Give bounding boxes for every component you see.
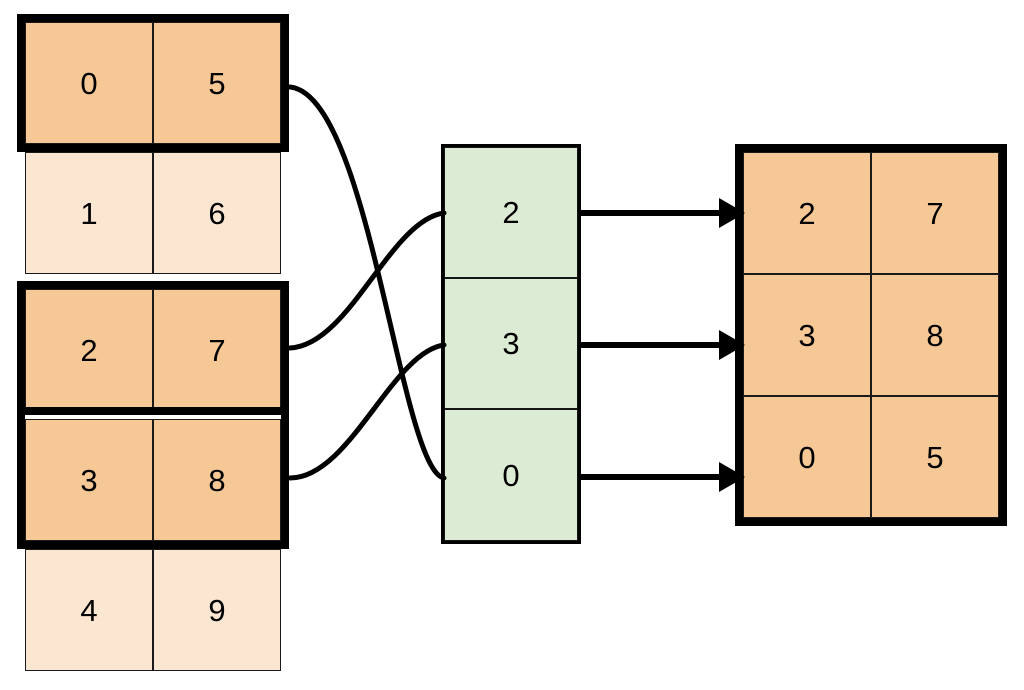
source-cell-r4c1: 9: [153, 549, 281, 671]
source-cell-r0c1: 5: [153, 22, 281, 144]
source-cell-r3c1: 8: [153, 419, 281, 541]
source-cell-r2c1: 7: [153, 289, 281, 411]
result-cell-r2c1: 5: [871, 396, 999, 518]
curve-row-0-to-index-cell-2: [287, 84, 447, 481]
source-cell-r1c0: 1: [25, 152, 153, 274]
result-cell-r0c1: 7: [871, 152, 999, 274]
result-cell-r0c0: 2: [743, 152, 871, 274]
source-cell-r0c0: 0: [25, 22, 153, 144]
curve-row-3-to-index-cell-1: [287, 342, 447, 481]
source-cell-r3c0: 3: [25, 419, 153, 541]
index-cell-1: 3: [444, 278, 578, 409]
curve-row-2-to-index-cell-0: [287, 210, 447, 351]
arrow-index-0-to-result-row-0: [580, 198, 745, 228]
result-cell-r1c1: 8: [871, 274, 999, 396]
source-cell-r4c0: 4: [25, 549, 153, 671]
result-cell-r1c0: 3: [743, 274, 871, 396]
arrow-index-2-to-result-row-2: [580, 462, 745, 492]
result-cell-r2c0: 0: [743, 396, 871, 518]
source-cell-r1c1: 6: [153, 152, 281, 274]
source-cell-r2c0: 2: [25, 289, 153, 411]
arrow-index-1-to-result-row-1: [580, 330, 745, 360]
index-cell-0: 2: [444, 147, 578, 278]
index-cell-2: 0: [444, 409, 578, 541]
